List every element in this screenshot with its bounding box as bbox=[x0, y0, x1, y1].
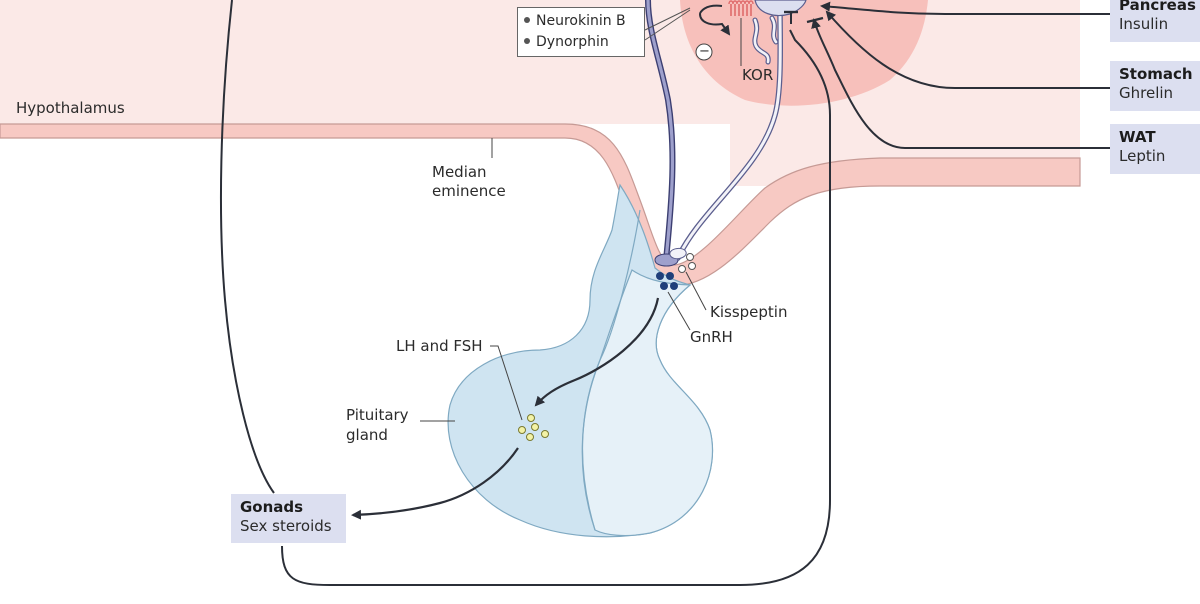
arcuate-nucleus bbox=[680, 0, 928, 106]
gnrh-dot bbox=[660, 282, 668, 290]
kisspeptin-pointer bbox=[685, 271, 707, 311]
lh-fsh-dot bbox=[541, 430, 549, 438]
pancreas-box: Pancreas Insulin bbox=[1110, 0, 1200, 42]
wat-arrow bbox=[811, 18, 1110, 149]
legend-item: Dynorphin bbox=[524, 32, 638, 53]
inhibition-circle bbox=[695, 43, 713, 61]
kisspeptin-dot bbox=[678, 265, 686, 273]
lh-fsh-dot bbox=[527, 414, 535, 422]
pituitary-stalk-line bbox=[581, 209, 641, 531]
kisspeptin-dot bbox=[686, 253, 694, 261]
gonads-box: Gonads Sex steroids bbox=[231, 494, 346, 543]
legend-item-label: Neurokinin B bbox=[536, 13, 626, 29]
inhibition-sign: − bbox=[699, 44, 710, 59]
gnrh-dot bbox=[656, 272, 664, 280]
median-eminence-label-line1: Median bbox=[432, 163, 487, 181]
lh-fsh-dot bbox=[526, 433, 534, 441]
stomach-arrow bbox=[825, 10, 1110, 89]
bullet-icon bbox=[524, 38, 530, 44]
stomach-subtitle: Ghrelin bbox=[1119, 84, 1174, 102]
gnrh-label: GnRH bbox=[690, 328, 733, 346]
lh-fsh-label: LH and FSH bbox=[396, 337, 483, 355]
dendrite-mid-inner bbox=[770, 16, 778, 44]
stomach-box: Stomach Ghrelin bbox=[1110, 61, 1200, 111]
wat-title: WAT bbox=[1119, 128, 1156, 146]
gonads-to-nucleus-loop bbox=[281, 29, 831, 586]
wat-subtitle: Leptin bbox=[1119, 147, 1166, 165]
wat-inhibition-bar bbox=[806, 16, 824, 24]
kor-receptor-loops bbox=[728, 0, 754, 5]
legend-pointer bbox=[644, 7, 691, 41]
peptide-legend: Neurokinin B Dynorphin bbox=[517, 7, 645, 57]
pancreas-arrow bbox=[820, 1, 1110, 15]
lh-fsh-dot bbox=[518, 426, 526, 434]
gnrh-dot bbox=[670, 282, 678, 290]
gonads-feedback-loop bbox=[219, 0, 275, 494]
gnrh-pointer bbox=[667, 291, 691, 331]
gonads-subtitle: Sex steroids bbox=[240, 517, 332, 535]
kisspeptin-label: Kisspeptin bbox=[710, 303, 788, 321]
pancreas-subtitle: Insulin bbox=[1119, 15, 1169, 33]
dendrite-left-inner bbox=[753, 18, 770, 64]
median-eminence-label-line2: eminence bbox=[432, 182, 506, 200]
bullet-icon bbox=[524, 17, 530, 23]
lh-fsh-to-gonads-arrow bbox=[351, 447, 519, 520]
gnrh-dot bbox=[666, 272, 674, 280]
legend-item: Neurokinin B bbox=[524, 11, 638, 32]
legend-item-label: Dynorphin bbox=[536, 34, 609, 50]
gnrh-terminal bbox=[669, 247, 687, 260]
gonads-title: Gonads bbox=[240, 498, 304, 516]
kisspeptin-dot bbox=[688, 262, 696, 270]
stomach-title: Stomach bbox=[1119, 65, 1193, 83]
lh-fsh-pointer bbox=[490, 345, 523, 421]
kisspeptin-neuron-axon-inner bbox=[646, 0, 675, 262]
kor-receptor bbox=[730, 4, 752, 16]
hypothalamus-label: Hypothalamus bbox=[16, 99, 125, 117]
kor-label: KOR bbox=[742, 66, 774, 84]
wat-box: WAT Leptin bbox=[1110, 124, 1200, 174]
lh-fsh-dot bbox=[531, 423, 539, 431]
autocrine-arrow bbox=[698, 4, 731, 36]
pituitary-label-line1: Pituitary bbox=[346, 406, 409, 424]
pituitary-label-line2: gland bbox=[346, 426, 388, 444]
pancreas-title: Pancreas bbox=[1119, 0, 1196, 14]
gnrh-to-pituitary-arrow bbox=[534, 297, 660, 407]
gnrh-neuron-axon-inner bbox=[676, 10, 782, 260]
